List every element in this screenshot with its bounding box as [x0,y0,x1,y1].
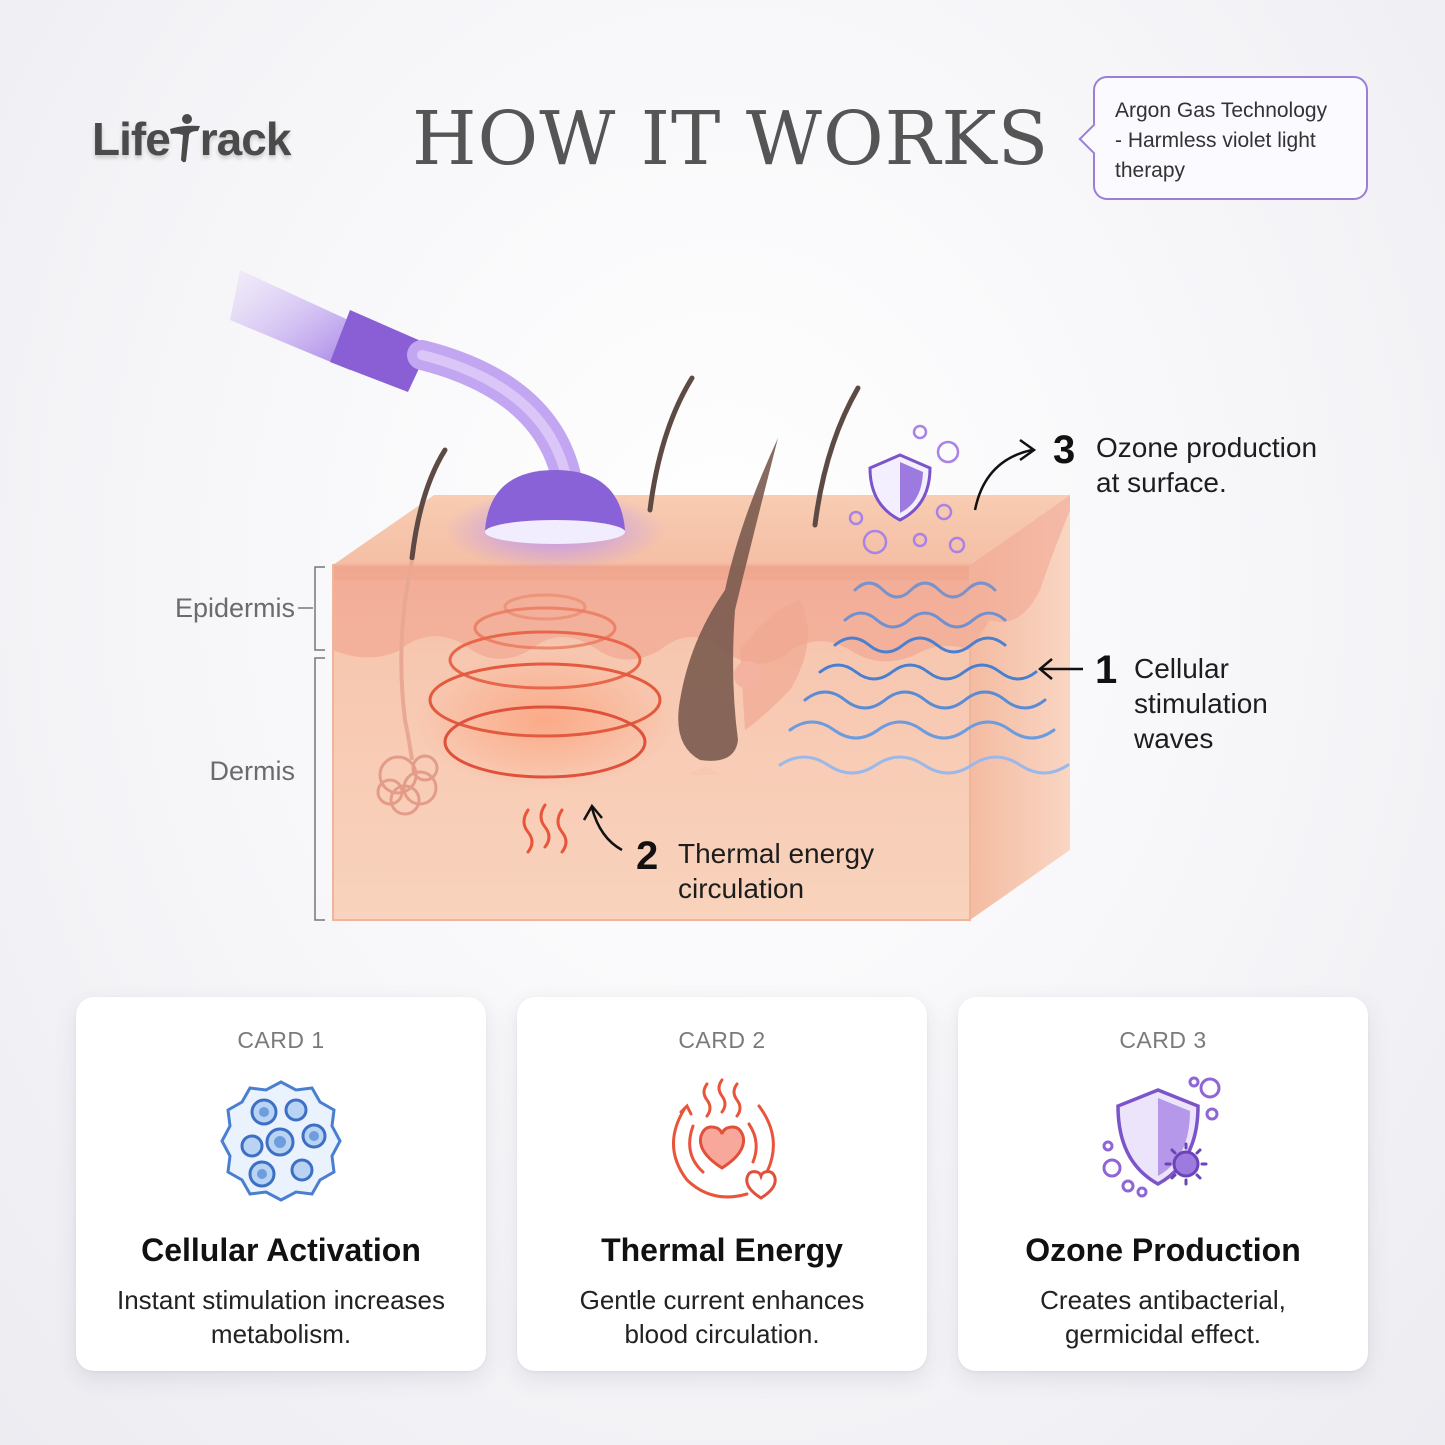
callout-2-number: 2 [636,834,659,878]
logo-prefix: Life [92,113,171,165]
callout-2-line-1: Thermal energy [678,838,875,869]
dermis-label: Dermis [209,756,296,786]
ozone-bubbles [848,424,966,555]
callout-3-number: 3 [1053,428,1076,472]
epidermis-layer [333,565,970,664]
card-3-desc: Creates antibacterial, germicidal effect… [1040,1285,1286,1349]
heart-heat-icon [672,1078,777,1200]
callout-3-text: Ozone production at surface. [1096,430,1317,500]
callout-1-line-1: Cellular [1134,653,1229,684]
callout-1-number: 1 [1095,648,1118,692]
arrow-callout-2 [590,807,623,852]
hair-follicle [678,438,778,761]
card-1-title: Cellular Activation [141,1232,421,1268]
shield-bubbles-icon [1102,1076,1221,1198]
hair-3 [812,385,861,528]
epidermis-bracket [314,566,325,651]
card-1-desc: Instant stimulation increases metabolism… [116,1285,446,1349]
card-2-title: Thermal Energy [601,1232,843,1268]
hair-1 [409,447,448,561]
note-line-3: therapy [1115,159,1186,182]
sweat-gland [376,754,439,816]
card-2-tag: CARD 2 [678,1027,766,1053]
card-3-tag: CARD 3 [1119,1027,1207,1053]
callout-3-line-1: Ozone production [1096,432,1318,463]
card-2-desc: Gentle current enhances blood circulatio… [579,1285,865,1349]
callout-1-text: Cellular stimulation waves [1134,651,1268,756]
logo-suffix: rack [199,113,292,165]
callout-2-line-2: circulation [678,873,805,904]
callout-3-line-2: at surface. [1096,467,1227,498]
argon-note-bubble: Argon Gas Technology - Harmless violet l… [1093,76,1368,200]
shield-icon [868,453,932,522]
cells-icon [220,1080,342,1202]
callout-1-line-2: stimulation [1134,688,1268,719]
page-title: HOW IT WORKS [412,96,1050,182]
callout-1-line-3: waves [1134,723,1214,754]
dermis-bracket [314,657,325,921]
card-thermal-energy: CARD 2 Thermal Energy Gentle current enh… [517,997,927,1371]
epidermis-label: Epidermis [174,593,295,623]
card-1-tag: CARD 1 [237,1027,325,1053]
runner-logo-icon [169,114,200,163]
device-handle [230,270,370,370]
brand-logo: Life rack [92,112,292,166]
note-line-1: Argon Gas Technology [1115,99,1328,122]
heat-waves-icon [522,803,568,854]
arrow-callout-3 [973,448,1033,511]
card-3-title: Ozone Production [1025,1232,1301,1268]
card-ozone-production: CARD 3 Ozone Production Creates antibact… [958,997,1368,1371]
callout-2-text: Thermal energy circulation [678,836,874,906]
thermal-rings [428,593,662,779]
skin-diagram [230,270,1083,921]
card-cellular-activation: CARD 1 Cellular Activation Instant stimu… [76,997,486,1371]
skin-top-face [333,495,1070,565]
hair-2 [647,375,695,513]
device-electrode [485,470,625,530]
note-line-2: - Harmless violet light [1115,129,1316,152]
cellular-waves [778,581,1070,775]
